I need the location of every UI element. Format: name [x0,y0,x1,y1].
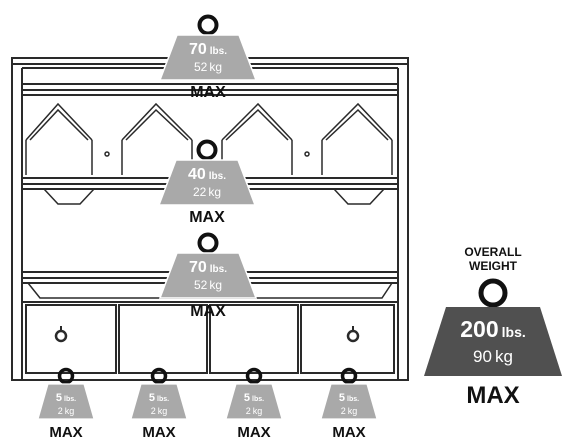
weight-lbs-value: 70 [189,41,207,58]
drawer-knob-icon [346,329,360,343]
weight-lbs-value: 40 [188,166,206,183]
weight-kg-value: 52 [194,278,208,292]
drawer-4 [300,304,395,374]
weight-lbs-unit: lbs. [64,396,76,403]
weight-kg-value: 22 [193,185,207,199]
weight-kg-unit: kg [158,406,168,416]
weight-max-label: MAX [190,303,226,320]
weight-lbs-unit: lbs. [210,46,227,57]
weight-kg-unit: kg [209,60,222,74]
weight-lbs-value: 70 [189,259,207,276]
weight-ring-icon [478,278,508,308]
weight-lbs-unit: lbs. [347,396,359,403]
svg-text:2kg: 2kg [58,406,75,416]
weight-kg-unit: kg [495,347,513,366]
weight-ring-icon [196,139,218,161]
weight-lbs-value: 5 [339,392,345,404]
weight-kg-unit: kg [65,406,75,416]
svg-text:2kg: 2kg [151,406,168,416]
weight-lbs-value: 5 [244,392,250,404]
wine-rack [25,102,393,175]
weight-kg-value: 90 [473,347,492,366]
drawer-row [22,301,398,374]
shelf-board-1 [22,83,398,96]
weight-max-label: MAX [466,382,519,409]
weight-max-label: MAX [332,424,365,441]
weight-kg-unit: kg [348,406,358,416]
svg-text:2kg: 2kg [341,406,358,416]
weight-max-label: MAX [190,84,226,101]
weight-kg-unit: kg [208,185,221,199]
weight-ring-icon [197,14,219,36]
weight-lbs-unit: lbs. [209,171,226,182]
weight-kg-unit: kg [209,278,222,292]
weight-ring-icon [340,367,358,385]
weight-ring-icon [57,367,75,385]
weight-kg-unit: kg [253,406,263,416]
weight-ring-icon [197,232,219,254]
drawer-knob-icon [54,329,68,343]
weight-max-label: MAX [189,209,225,226]
weight-lbs-unit: lbs. [157,396,169,403]
weight-lbs-value: 5 [56,392,62,404]
weight-kg-value: 2 [341,406,346,416]
weight-kg-value: 2 [246,406,251,416]
weight-lbs-value: 5 [149,392,155,404]
drawer-1 [25,304,117,374]
svg-text:2kg: 2kg [246,406,263,416]
drawer-3 [209,304,299,374]
weight-max-label: MAX [237,424,270,441]
weight-max-label: MAX [142,424,175,441]
weight-lbs-unit: lbs. [502,324,526,340]
weight-lbs-unit: lbs. [210,264,227,275]
overall-weight-header-line1: OVERALL [464,245,521,259]
weight-lbs-unit: lbs. [252,396,264,403]
weight-lbs-value: 200 [460,316,498,342]
weight-kg-value: 2 [151,406,156,416]
weight-kg-value: 2 [58,406,63,416]
overall-weight-header-line2: WEIGHT [469,259,518,273]
weight-max-label: MAX [49,424,82,441]
shelf-unit [11,57,409,381]
weight-kg-value: 52 [194,60,208,74]
weight-ring-icon [245,367,263,385]
weight-ring-icon [150,367,168,385]
